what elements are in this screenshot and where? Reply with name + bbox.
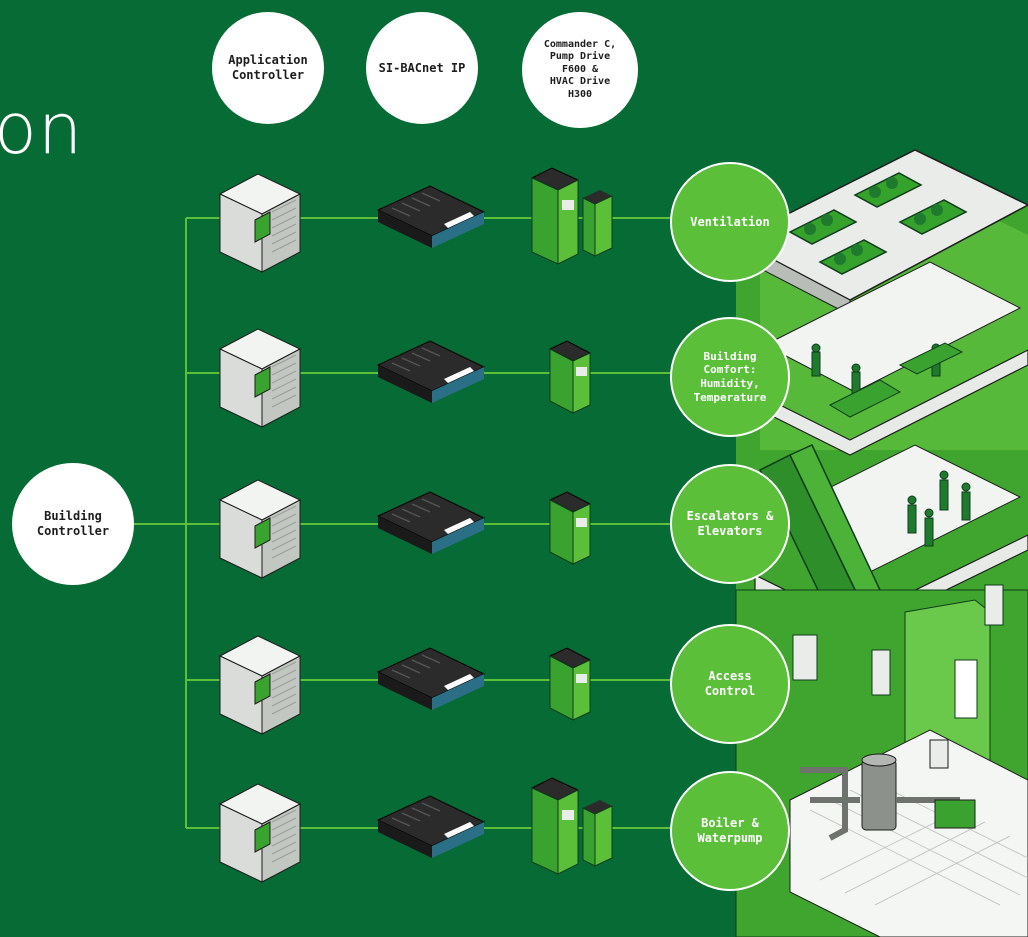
si-bacnet-module-icon [376, 647, 486, 710]
device-row [186, 777, 672, 883]
drive-icon [548, 647, 592, 721]
page-title-fragment: on [0, 88, 84, 170]
si-bacnet-module-icon [376, 340, 486, 403]
device-row [186, 635, 672, 735]
system-ventilation: Ventilation [670, 162, 790, 282]
si-bacnet-module-icon [376, 795, 486, 858]
si-bacnet-module-icon [376, 185, 486, 248]
si-bacnet-module-icon [376, 491, 486, 554]
drive-icon [530, 777, 613, 875]
system-boiler-waterpump: Boiler & Waterpump [670, 771, 790, 891]
drive-icon [548, 340, 592, 414]
system-building-comfort: Building Comfort: Humidity, Temperature [670, 317, 790, 437]
connector-lines [134, 218, 187, 828]
building-controller-node: Building Controller [12, 463, 134, 585]
device-row [186, 167, 672, 273]
device-row [186, 328, 672, 428]
application-controller-icon [218, 173, 302, 273]
drive-icon [548, 491, 592, 565]
header-drives: Commander C, Pump Drive F600 & HVAC Driv… [522, 12, 638, 128]
drive-icon [530, 167, 613, 265]
system-escalators-elevators: Escalators & Elevators [670, 464, 790, 584]
building-illustration [734, 149, 1028, 937]
system-access-control: Access Control [670, 624, 790, 744]
application-controller-icon [218, 479, 302, 579]
application-controller-icon [218, 328, 302, 428]
header-application-controller: Application Controller [212, 12, 324, 124]
application-controller-icon [218, 783, 302, 883]
header-si-bacnet-ip: SI-BACnet IP [366, 12, 478, 124]
application-controller-icon [218, 635, 302, 735]
device-row [186, 479, 672, 579]
